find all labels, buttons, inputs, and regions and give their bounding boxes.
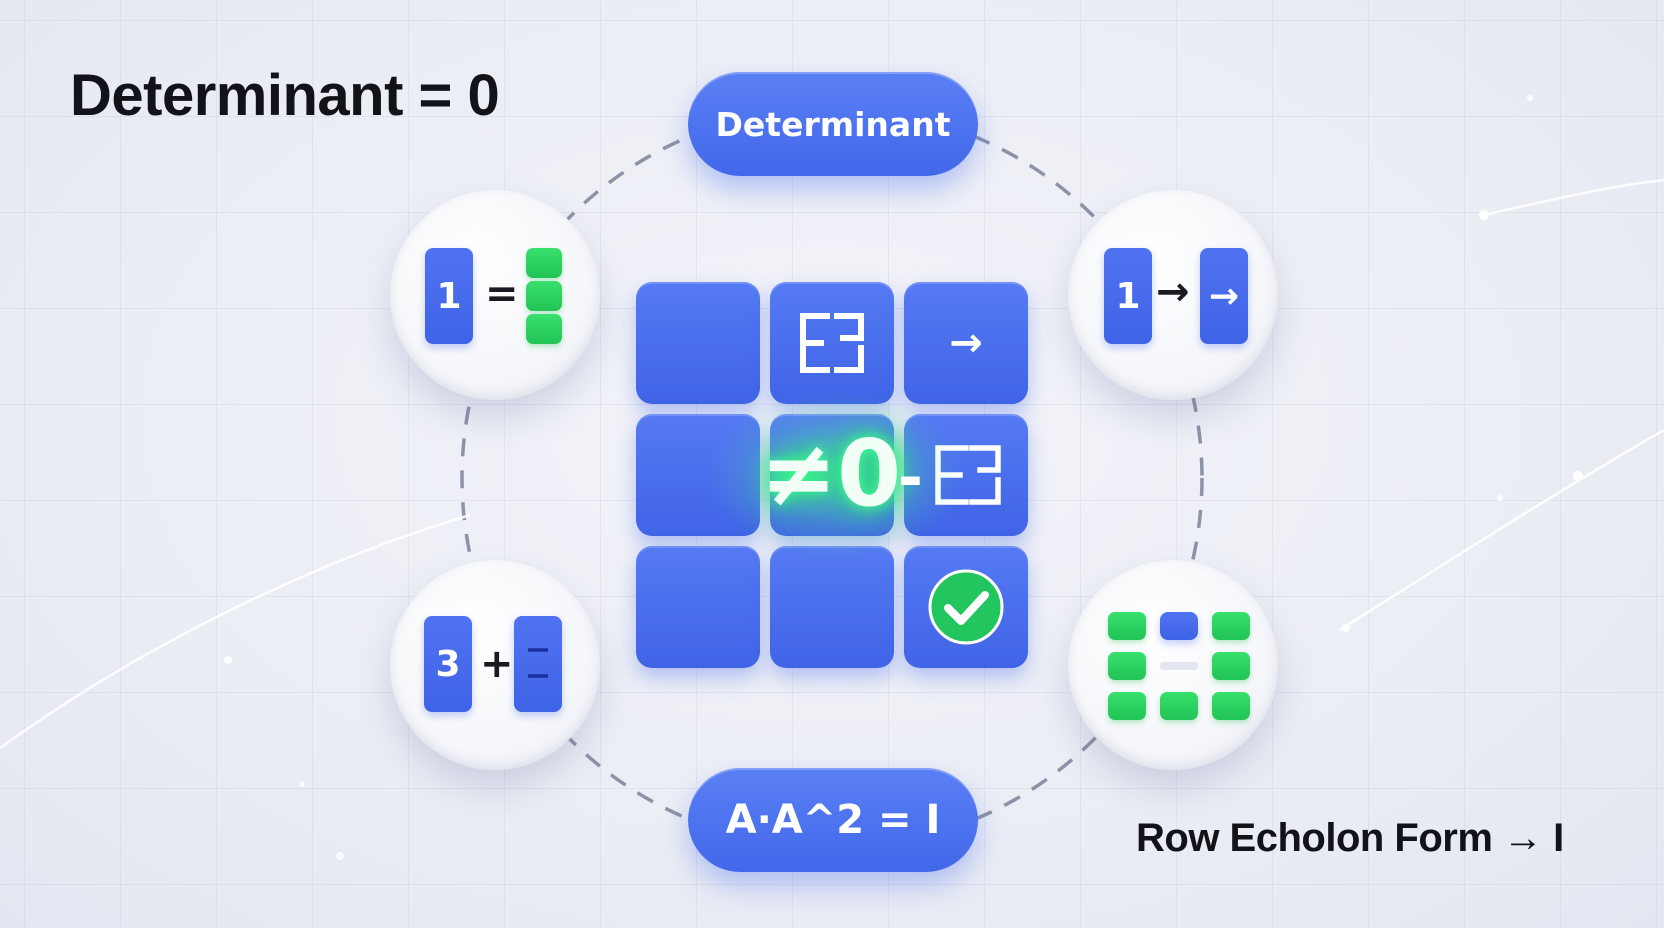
curve-top-right bbox=[1483, 178, 1664, 217]
matrix-cell[interactable]: → bbox=[904, 282, 1028, 404]
bracket-grid-icon bbox=[800, 313, 864, 373]
green-block bbox=[1212, 612, 1250, 640]
green-block bbox=[1108, 652, 1146, 680]
green-block bbox=[526, 248, 562, 278]
blue-block: 1 bbox=[1104, 248, 1152, 344]
curve-right bbox=[1339, 428, 1664, 632]
checkmark-icon bbox=[928, 569, 1004, 645]
node-row-swap[interactable]: 1 → → bbox=[1068, 190, 1278, 400]
curve-dot bbox=[1479, 210, 1489, 220]
node-row-equality[interactable]: 1 = bbox=[390, 190, 600, 400]
matrix-cell[interactable] bbox=[770, 282, 894, 404]
blue-lines-block bbox=[514, 616, 562, 712]
top-left-heading: Determinant = 0 bbox=[70, 63, 500, 128]
matrix-cell[interactable] bbox=[770, 546, 894, 668]
right-arrow-icon: → bbox=[949, 320, 983, 366]
curve-dot bbox=[1573, 471, 1583, 481]
sparkle-dot bbox=[1497, 495, 1503, 501]
blue-block: 3 bbox=[424, 616, 472, 712]
curve-dot bbox=[1342, 624, 1350, 632]
matrix-cell[interactable] bbox=[636, 282, 760, 404]
curve-left bbox=[0, 513, 471, 750]
center-glow bbox=[706, 390, 966, 560]
bottom-right-heading: Row Echolon Form → I bbox=[1136, 816, 1564, 860]
determinant-pill[interactable]: Determinant bbox=[688, 72, 978, 176]
matrix-cell[interactable] bbox=[904, 546, 1028, 668]
green-block bbox=[1212, 692, 1250, 720]
dash-mark bbox=[1160, 662, 1198, 670]
green-block bbox=[1108, 692, 1146, 720]
green-block bbox=[1108, 612, 1146, 640]
identity-equation-pill[interactable]: A·A^2 = I bbox=[688, 768, 978, 872]
matrix-cell[interactable] bbox=[636, 546, 760, 668]
blue-block bbox=[1160, 612, 1198, 640]
not-equal-zero: ≠0 bbox=[760, 420, 902, 527]
equals-sign: = bbox=[485, 271, 519, 317]
green-block bbox=[1160, 692, 1198, 720]
sparkle-dot bbox=[1527, 95, 1533, 101]
sparkle-dot bbox=[299, 781, 305, 787]
green-block bbox=[1212, 652, 1250, 680]
green-block bbox=[526, 314, 562, 344]
plus-sign: + bbox=[480, 641, 514, 687]
green-block bbox=[526, 281, 562, 311]
lines-icon bbox=[528, 648, 548, 678]
arrow-icon: → bbox=[1156, 269, 1190, 315]
node-block-grid[interactable] bbox=[1068, 560, 1278, 770]
dash-mark: - bbox=[898, 443, 923, 513]
blue-block: 1 bbox=[425, 248, 473, 344]
sparkle-dot bbox=[224, 656, 232, 664]
sparkle-dot bbox=[336, 852, 344, 860]
blue-arrow-block: → bbox=[1200, 248, 1248, 344]
node-row-addition[interactable]: 3 + bbox=[390, 560, 600, 770]
